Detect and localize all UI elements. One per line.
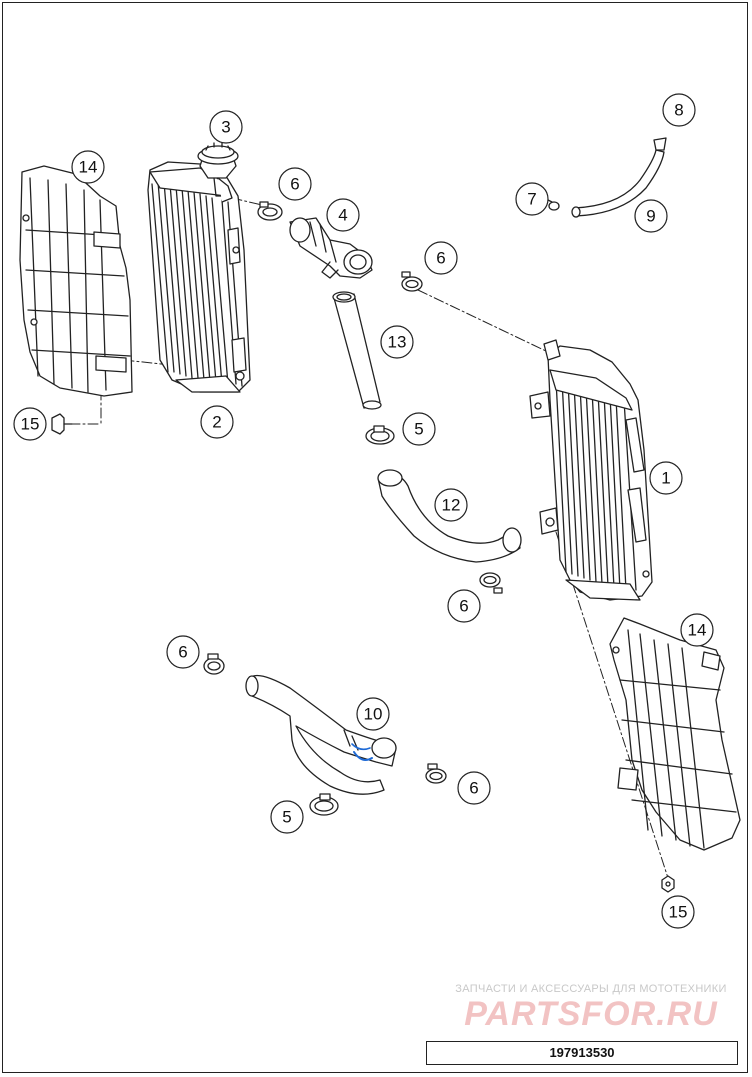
callout-14-right: 14 (680, 613, 714, 647)
hose-clamp-5-top (365, 425, 395, 445)
callout-1-label: 1 (661, 469, 670, 488)
hose-clip-8 (653, 137, 667, 151)
callout-4: 4 (326, 198, 360, 232)
callout-6-right-label: 6 (469, 779, 478, 798)
callout-1: 1 (649, 461, 683, 495)
radiator-right (529, 339, 653, 601)
hose-clamp-6-left (203, 653, 225, 675)
callout-8: 8 (662, 93, 696, 127)
breather-hose-9 (571, 149, 665, 218)
hose-13 (332, 291, 382, 410)
radiator-guard-left (19, 165, 133, 397)
callout-8-label: 8 (674, 101, 683, 120)
callout-15-right-label: 15 (669, 903, 688, 922)
callout-12-label: 12 (442, 496, 461, 515)
callout-14-right-label: 14 (688, 621, 707, 640)
callout-3: 3 (209, 110, 243, 144)
callout-6-top-label: 6 (290, 175, 299, 194)
callout-5-lower-label: 5 (282, 808, 291, 827)
callout-7: 7 (515, 182, 549, 216)
callout-6-mid-label: 6 (436, 249, 445, 268)
callout-5-lower: 5 (270, 800, 304, 834)
bolt-15-right (661, 875, 675, 893)
callout-4-label: 4 (338, 206, 347, 225)
watermark-tagline: ЗАПЧАСТИ И АКСЕССУАРЫ ДЛЯ МОТОТЕХНИКИ (455, 983, 727, 995)
callout-6-lower-label: 6 (459, 597, 468, 616)
callout-5-top-label: 5 (414, 420, 423, 439)
watermark-logo: PARTSFOR.RU (464, 995, 718, 1033)
callout-12: 12 (434, 488, 468, 522)
callout-7-label: 7 (527, 190, 536, 209)
hose-clip-7 (547, 199, 560, 211)
callout-9-label: 9 (646, 207, 655, 226)
callout-15-left-label: 15 (21, 415, 40, 434)
callout-9: 9 (634, 199, 668, 233)
callout-6-top: 6 (278, 167, 312, 201)
bolt-15-left (51, 413, 73, 435)
callout-2-label: 2 (212, 413, 221, 432)
hose-clamp-5-lower (309, 793, 339, 816)
thermostat-housing (289, 217, 373, 279)
callout-10: 10 (356, 697, 390, 731)
callout-3-label: 3 (221, 118, 230, 137)
callout-6-left: 6 (166, 635, 200, 669)
callout-13-label: 13 (388, 333, 407, 352)
callout-14-left: 14 (71, 150, 105, 184)
callout-14-left-label: 14 (79, 158, 98, 177)
part-number: 197913530 (426, 1041, 738, 1065)
radiator-left (147, 153, 251, 393)
hose-12 (377, 469, 522, 563)
hose-10 (245, 674, 397, 795)
callouts: 1 2 3 4 5 5 6 6 6 6 6 7 8 9 10 12 13 14 … (13, 93, 714, 929)
callout-6-left-label: 6 (178, 643, 187, 662)
hose-clamp-6-right (425, 763, 447, 784)
hose-clamp-6-lower (479, 572, 503, 594)
callout-2: 2 (200, 405, 234, 439)
hose-clamp-6-top (257, 201, 283, 221)
callout-6-lower: 6 (447, 589, 481, 623)
radiator-cap (197, 142, 239, 203)
callout-15-left: 15 (13, 407, 47, 441)
callout-6-right: 6 (457, 771, 491, 805)
callout-15-right: 15 (661, 895, 695, 929)
callout-5-top: 5 (402, 412, 436, 446)
radiator-guard-right (609, 617, 741, 851)
callout-10-label: 10 (364, 705, 383, 724)
callout-13: 13 (380, 325, 414, 359)
callout-6-mid: 6 (424, 241, 458, 275)
hose-clamp-6-mid (401, 271, 423, 292)
